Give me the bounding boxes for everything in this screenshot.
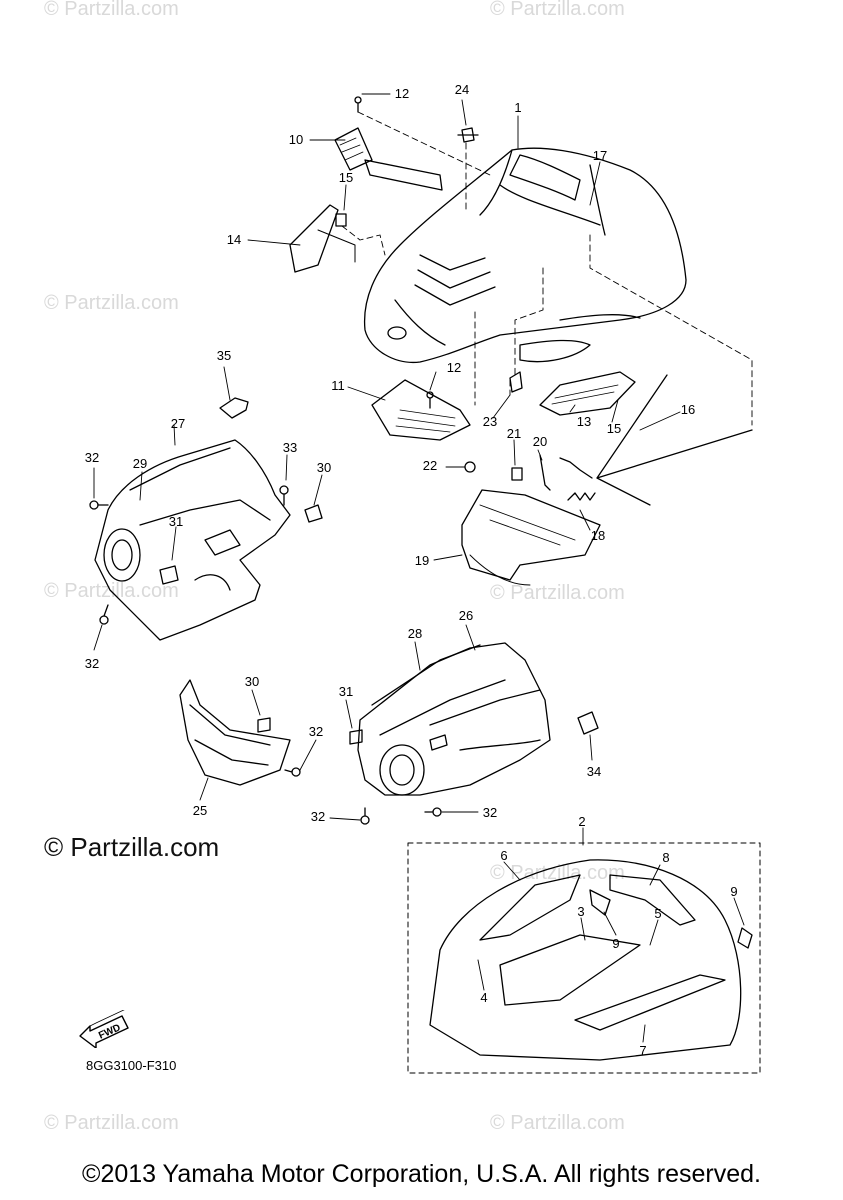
callout-number: 11 xyxy=(331,378,345,393)
callout-number: 28 xyxy=(408,626,422,641)
watermark: © Partzilla.com xyxy=(44,292,179,314)
watermark: © Partzilla.com xyxy=(490,1112,625,1134)
copyright-notice: ©2013 Yamaha Motor Corporation, U.S.A. A… xyxy=(82,1160,761,1188)
part-13-vent xyxy=(539,371,636,416)
part-35-clip xyxy=(219,397,249,419)
leader-dash-lines xyxy=(341,111,753,426)
callout-number: 12 xyxy=(395,86,409,101)
callout-number: 10 xyxy=(289,132,303,147)
part-25-lower-cover xyxy=(179,679,291,786)
part-15-clip xyxy=(335,213,347,227)
callout-number: 17 xyxy=(593,148,607,163)
callout-number: 34 xyxy=(587,764,601,779)
callout-number: 13 xyxy=(577,414,591,429)
callout-number: 31 xyxy=(169,514,183,529)
part-2-assembly-box xyxy=(407,842,761,1074)
part-1-hood xyxy=(363,147,687,364)
fwd-arrow-icon: FWD xyxy=(79,1010,129,1048)
callout-number: 32 xyxy=(85,450,99,465)
callout-number: 22 xyxy=(423,458,437,473)
callout-number: 18 xyxy=(591,528,605,543)
callout-number: 5 xyxy=(654,906,661,921)
callout-number: 27 xyxy=(171,416,185,431)
part-18-spring xyxy=(567,492,596,501)
callout-number: 32 xyxy=(85,656,99,671)
part-14-panel xyxy=(289,204,339,273)
callout-number: 15 xyxy=(339,170,353,185)
callout-number: 30 xyxy=(317,460,331,475)
callout-number: 32 xyxy=(311,809,325,824)
callout-number: 4 xyxy=(480,990,487,1005)
part-16-cable xyxy=(596,374,753,506)
callout-number: 2 xyxy=(578,814,585,829)
watermark: © Partzilla.com xyxy=(44,0,179,20)
callout-number: 35 xyxy=(217,348,231,363)
callout-number: 32 xyxy=(483,805,497,820)
callout-number: 32 xyxy=(309,724,323,739)
callout-leaders xyxy=(93,93,745,1043)
callout-number: 33 xyxy=(283,440,297,455)
callout-number: 16 xyxy=(681,402,695,417)
watermark: © Partzilla.com xyxy=(490,582,625,604)
callout-number: 25 xyxy=(193,803,207,818)
callout-number: 12 xyxy=(447,360,461,375)
callout-number: 7 xyxy=(639,1043,646,1058)
watermark-main: © Partzilla.com xyxy=(44,832,220,862)
callout-number: 19 xyxy=(415,553,429,568)
callout-number: 8 xyxy=(662,850,669,865)
part-2-assembly xyxy=(429,859,753,1061)
part-27-side-cover-left xyxy=(94,439,291,641)
part-19-bracket xyxy=(461,489,601,581)
callout-number: 20 xyxy=(533,434,547,449)
callout-number: 26 xyxy=(459,608,473,623)
callout-number: 29 xyxy=(133,456,147,471)
callout-number: 24 xyxy=(455,82,469,97)
callout-number: 31 xyxy=(339,684,353,699)
callout-number: 6 xyxy=(500,848,507,863)
callout-number: 21 xyxy=(507,426,521,441)
callout-number: 9 xyxy=(612,936,619,951)
callout-number: 9 xyxy=(730,884,737,899)
part-26-side-cover-right xyxy=(357,642,551,796)
diagram-code: 8GG3100-F310 xyxy=(86,1058,177,1073)
watermark: © Partzilla.com xyxy=(490,0,625,20)
watermark: © Partzilla.com xyxy=(44,1112,179,1134)
callout-number: 15 xyxy=(607,421,621,436)
callout-number: 3 xyxy=(577,904,584,919)
callout-number: 23 xyxy=(483,414,497,429)
callout-number: 14 xyxy=(227,232,241,247)
part-11-vent xyxy=(371,379,471,441)
callout-number: 30 xyxy=(245,674,259,689)
callout-number: 1 xyxy=(514,100,521,115)
